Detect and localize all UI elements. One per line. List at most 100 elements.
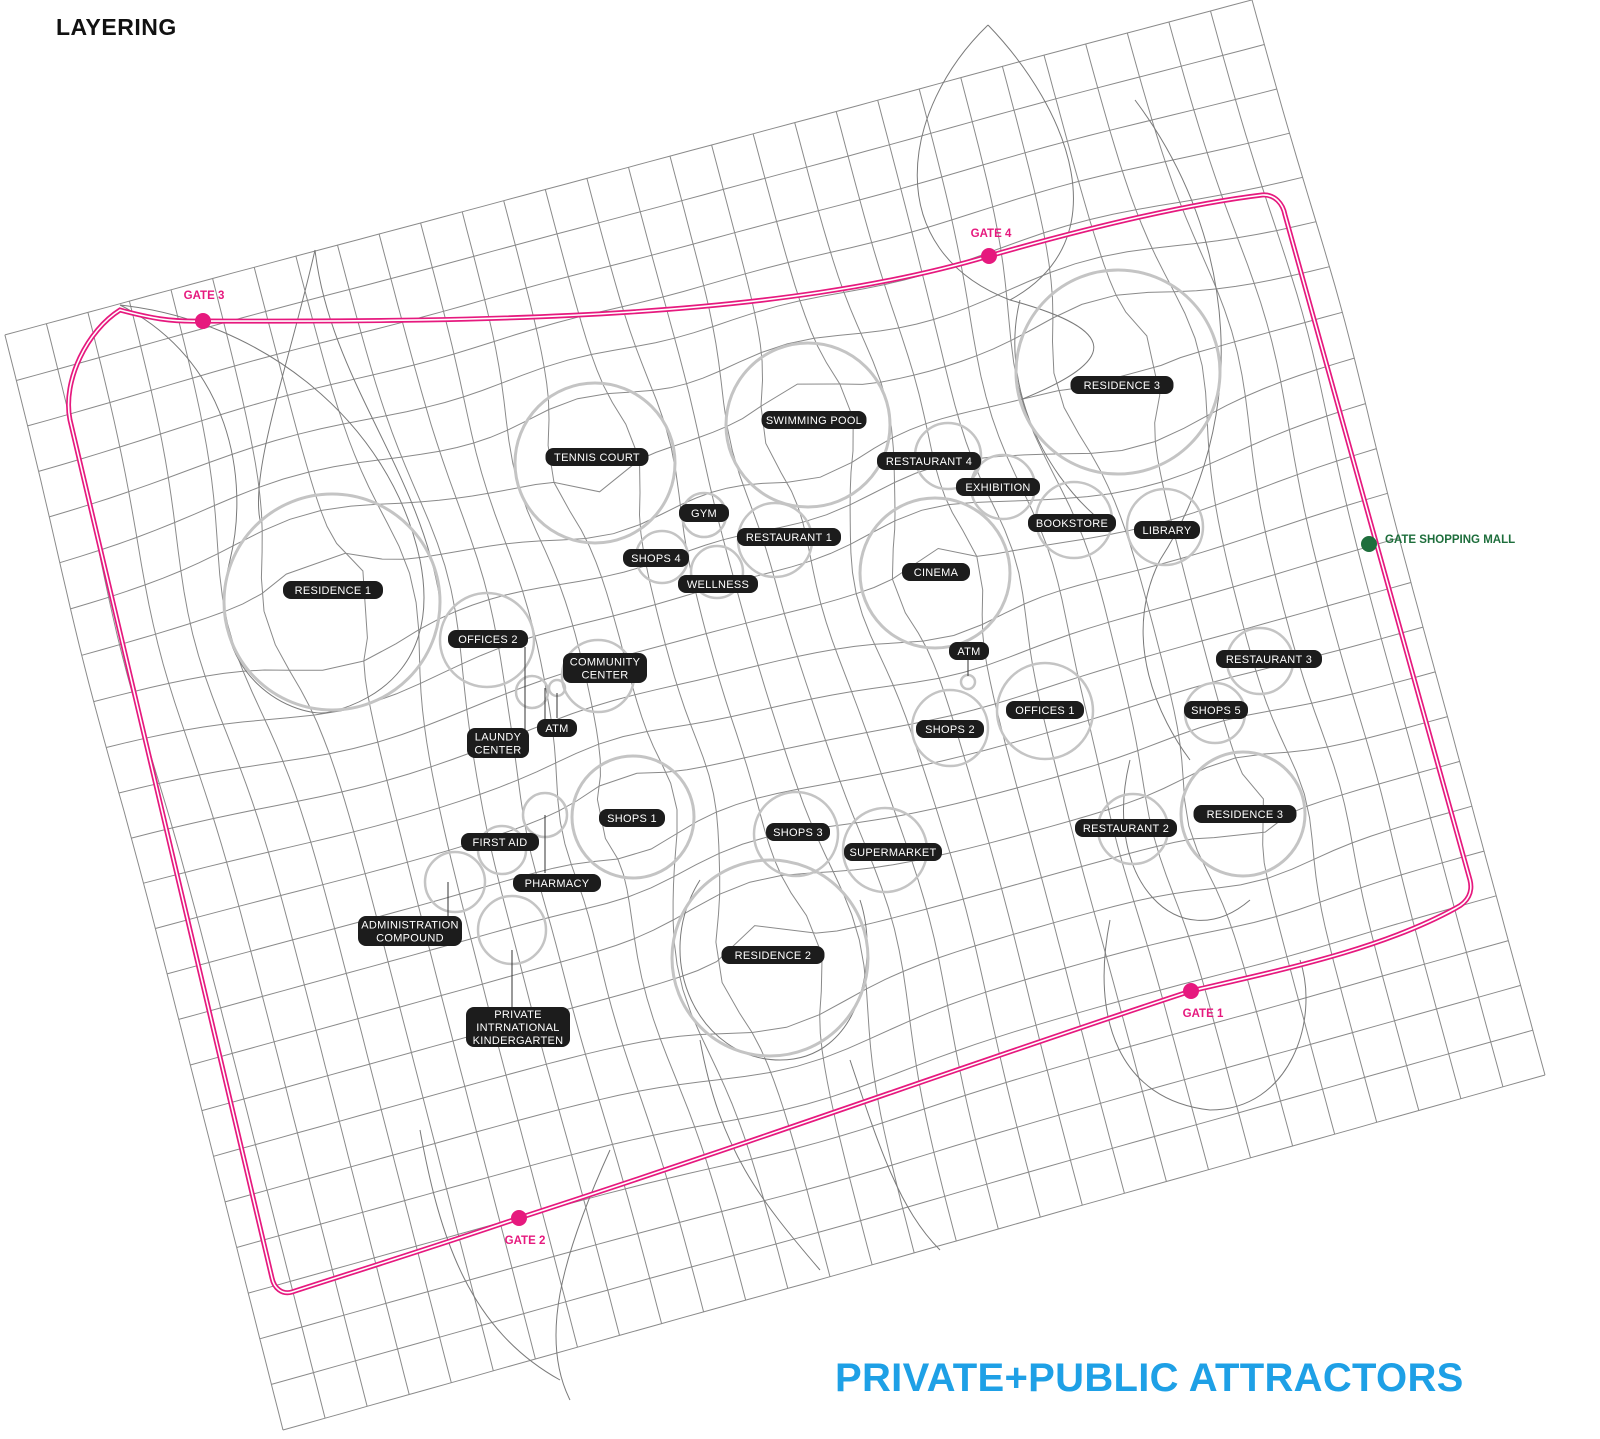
grid-line-vertical [711, 144, 999, 1230]
grid-line-horizontal [143, 537, 1400, 884]
grid-line-vertical [1210, 10, 1504, 1087]
residence-1-label: RESIDENCE 1 [283, 581, 383, 599]
label-pill [623, 549, 689, 567]
gate-shopping-mall-dot[interactable] [1361, 536, 1377, 552]
label-pill [283, 581, 383, 599]
tennis-court-circle [513, 381, 677, 545]
residence-2-label: RESIDENCE 2 [721, 946, 825, 964]
label-text: RESIDENCE 2 [735, 950, 812, 962]
label-text: LAUNDY [475, 732, 522, 744]
label-text: SHOPS 4 [631, 553, 681, 565]
label-pill [448, 630, 528, 648]
gate-1-marker[interactable]: GATE 1 [1183, 983, 1224, 1020]
gate-2-marker[interactable]: GATE 2 [505, 1210, 546, 1247]
influence-curve [119, 304, 331, 714]
label-text: CENTER [474, 745, 521, 757]
laundy-center-circle [514, 674, 550, 710]
label-text: ATM [957, 646, 980, 658]
gate-3-marker[interactable]: GATE 3 [184, 290, 225, 329]
residence-3-right-label: RESIDENCE 3 [1193, 805, 1297, 823]
label-text: SHOPS 1 [607, 813, 657, 825]
label-text: COMPOUND [376, 933, 444, 945]
restaurant-4-label: RESTAURANT 4 [877, 452, 981, 470]
label-pill [956, 478, 1040, 496]
grid-line-horizontal [4, 0, 1253, 336]
influence-curve [987, 24, 1074, 301]
label-pill [537, 719, 577, 737]
grid-line-horizontal [131, 492, 1388, 839]
gate-2-label: GATE 2 [505, 1235, 546, 1247]
grid-line-horizontal [81, 311, 1343, 656]
grid-line-horizontal [248, 940, 1509, 1294]
label-pill [902, 563, 970, 581]
gate-4-marker[interactable]: GATE 4 [971, 228, 1012, 264]
shops-5-label: SHOPS 5 [1184, 701, 1248, 719]
label-pill [721, 946, 825, 964]
atm-right-circle [959, 673, 977, 691]
label-text: COMMUNITY [570, 657, 641, 669]
atm-right-label: ATM [949, 642, 989, 660]
label-pill [563, 653, 647, 683]
grid-line-vertical [503, 200, 789, 1289]
grid-line-horizontal [236, 895, 1497, 1248]
grid-line-horizontal [271, 1029, 1533, 1385]
grid-line-vertical [544, 189, 831, 1277]
residence-3-top-label: RESIDENCE 3 [1070, 376, 1174, 394]
label-text: SHOPS 2 [925, 724, 975, 736]
grid-line-vertical [295, 255, 578, 1348]
influence-curve [1134, 99, 1222, 761]
residence-2-circle [670, 858, 870, 1058]
restaurant-2-label: RESTAURANT 2 [1075, 819, 1177, 837]
grid-line-horizontal [166, 626, 1424, 975]
label-text: GYM [691, 508, 717, 520]
label-pill [466, 1007, 570, 1047]
library-circle [1125, 487, 1205, 567]
label-text: TENNIS COURT [554, 452, 640, 464]
label-pill [1028, 514, 1116, 532]
gate-3-dot[interactable] [195, 313, 211, 329]
grid-line-vertical [586, 178, 873, 1265]
residence-3-top-circle [1014, 268, 1222, 476]
label-pill [1184, 701, 1248, 719]
grid-line-vertical [628, 167, 915, 1254]
residence-3-right-circle [1179, 750, 1307, 878]
grid-line-vertical [420, 222, 705, 1313]
supermarket-label: SUPERMARKET [844, 843, 942, 861]
label-pill [678, 575, 758, 593]
label-text: RESTAURANT 3 [1226, 654, 1312, 666]
distorted-grid [4, 0, 1546, 1431]
label-text: EXHIBITION [965, 482, 1030, 494]
influence-curve [679, 879, 868, 1061]
label-text: KINDERGARTEN [473, 1035, 564, 1047]
label-text: RESTAURANT 4 [886, 456, 972, 468]
label-text: RESIDENCE 1 [295, 585, 372, 597]
label-pill [1216, 650, 1322, 668]
label-pill [766, 823, 830, 841]
grid-line-horizontal [155, 582, 1412, 929]
gate-1-dot[interactable] [1183, 983, 1199, 999]
cinema-circle [858, 496, 1012, 650]
grid-line-vertical [4, 334, 284, 1431]
shops-3-circle [752, 790, 840, 878]
tennis-court-label: TENNIS COURT [545, 448, 649, 466]
label-text: RESTAURANT 2 [1083, 823, 1169, 835]
label-text: ATM [545, 723, 568, 735]
gate-4-dot[interactable] [981, 248, 997, 264]
wellness-circle [689, 544, 745, 600]
gate-shopping-mall-marker[interactable]: GATE SHOPPING MALL [1361, 534, 1515, 552]
offices-2-label: OFFICES 2 [448, 630, 528, 648]
label-pill [1075, 819, 1177, 837]
label-text: FIRST AID [472, 837, 527, 849]
label-pill [1006, 701, 1084, 719]
grid-line-vertical [87, 312, 368, 1407]
grid-line-vertical [918, 88, 1209, 1170]
shops-3-label: SHOPS 3 [766, 823, 830, 841]
influence-curve [119, 304, 425, 713]
gate-2-dot[interactable] [511, 1210, 527, 1226]
label-pill [761, 411, 867, 429]
label-text: RESIDENCE 3 [1207, 809, 1284, 821]
grid-line-vertical [1001, 66, 1294, 1147]
label-text: WELLNESS [687, 579, 749, 591]
